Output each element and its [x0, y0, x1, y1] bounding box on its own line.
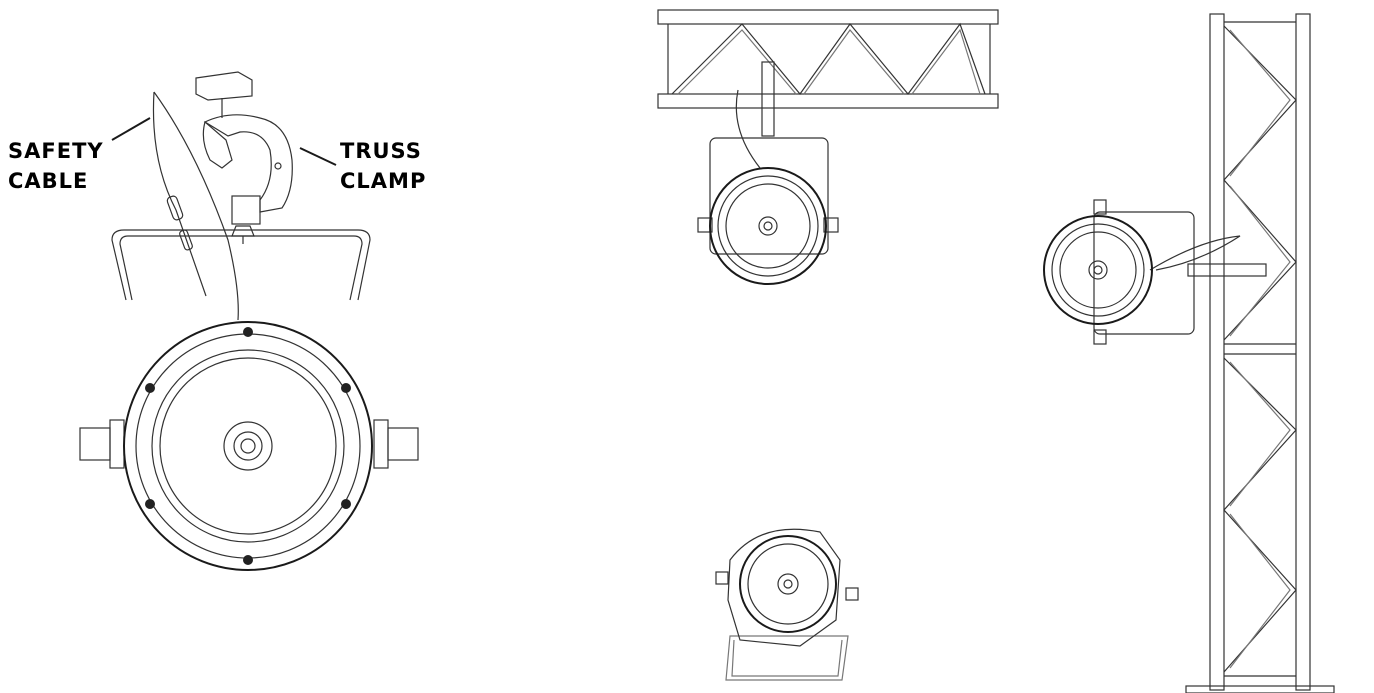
truss-clamp-label-line2: CLAMP [340, 169, 426, 193]
hanging-fixture-truss [697, 61, 839, 285]
safety-cable-label-line2: CABLE [8, 169, 88, 193]
truss-clamp [195, 71, 293, 244]
truss-clamp-label-line1: TRUSS [340, 139, 422, 163]
vertical-truss [1185, 13, 1335, 693]
safety-cable [152, 91, 239, 321]
floor-standing-fixture [715, 528, 859, 681]
safety-cable-leader [111, 117, 151, 141]
horizontal-truss [657, 9, 999, 109]
safety-cable-label-line1: SAFETY [8, 139, 104, 163]
side-mounted-fixture [1043, 199, 1267, 345]
truss-clamp-leader [299, 147, 337, 166]
fixture-detail: SAFETY CABLE TRUSS CLAMP [8, 71, 426, 571]
fixture-housing [123, 321, 373, 571]
